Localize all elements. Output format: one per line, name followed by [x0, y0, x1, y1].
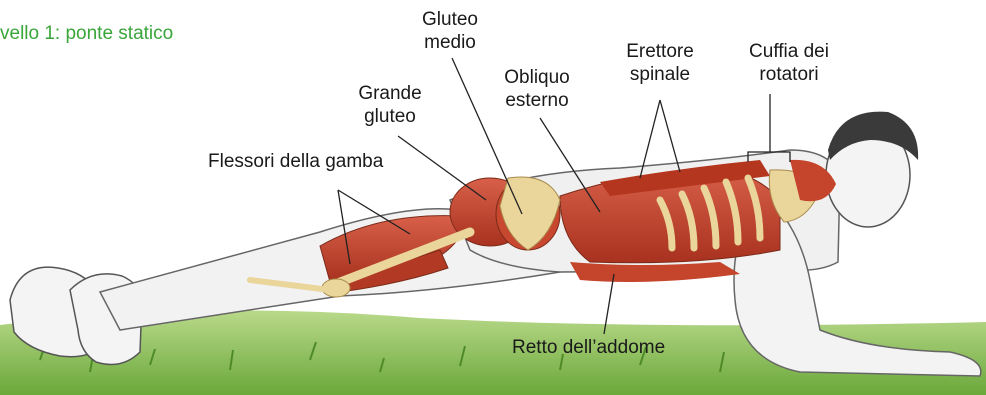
label-grande-gluteo: Grande gluteo — [338, 82, 442, 128]
page-title: vello 1: ponte statico — [0, 22, 173, 45]
label-erettore-spinale: Erettore spinale — [604, 40, 716, 86]
label-flessori-gamba: Flessori della gamba — [208, 150, 383, 173]
label-cuffia-rotatori: Cuffia dei rotatori — [730, 40, 848, 86]
rectus-abdominis — [570, 262, 740, 282]
label-obliquo-esterno: Obliquo esterno — [482, 66, 592, 112]
label-retto-addome: Retto dell’addome — [512, 336, 665, 359]
label-gluteo-medio: Gluteo medio — [400, 8, 500, 54]
